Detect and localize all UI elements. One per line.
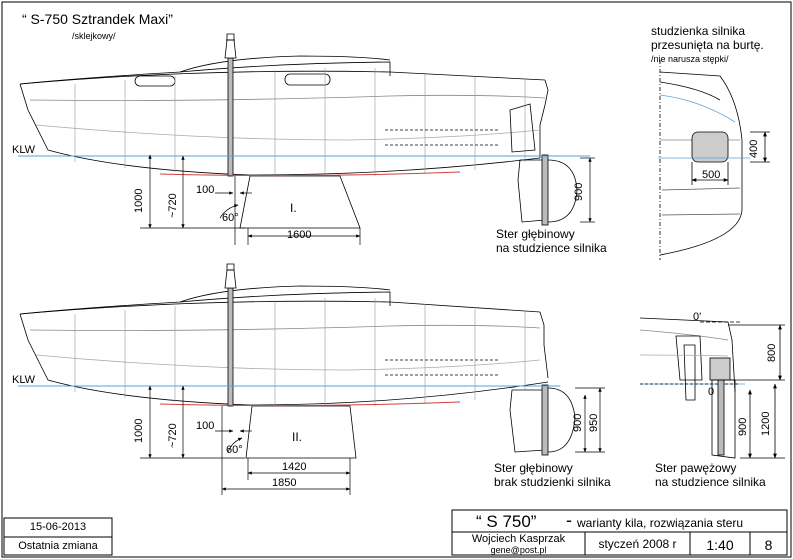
dim-800: 800 <box>766 343 778 362</box>
detail-top-note-3: /nie narusza stępki/ <box>651 54 729 64</box>
klw-label-2: KLW <box>12 374 36 386</box>
mark-0-prime: 0' <box>693 311 702 323</box>
hull-variant-1 <box>19 33 578 229</box>
transom-rudder-note-2: na studzience silnika <box>655 475 766 489</box>
dim-angle-v2: 60° <box>226 444 243 456</box>
rudder-note-2b: brak studzienki silnika <box>494 475 611 489</box>
dim-1600-v1: 1600 <box>287 229 312 241</box>
dim-1000-v2: 1000 <box>133 418 145 443</box>
dim-1200: 1200 <box>760 411 772 436</box>
detail-top-note-1: studzienka silnika <box>651 24 746 38</box>
hull-variant-2 <box>19 263 576 459</box>
detail-transom-rudder <box>639 317 785 459</box>
rudder-note-1b: na studzience silnika <box>496 241 607 255</box>
dims-variant-1 <box>140 154 595 245</box>
bottom-line-2 <box>159 401 461 407</box>
dim-950-v2: 950 <box>588 413 600 432</box>
dim-500: 500 <box>702 169 721 181</box>
dim-1850: 1850 <box>272 477 297 489</box>
rudder-note-2a: Ster głębinowy <box>494 461 573 475</box>
dim-900-v1: 900 <box>573 182 585 201</box>
drawing-title: “ S-750 Sztrandek Maxi” <box>22 11 173 27</box>
revision-date: 15-06-2013 <box>29 521 87 533</box>
dim-1420: 1420 <box>282 461 307 473</box>
detail-top-note-2: przesunięta na burtę. <box>651 38 764 52</box>
sheet-description: warianty kila, rozwiązania steru <box>577 516 744 530</box>
author-email: gene@post.pl <box>490 545 547 555</box>
bottom-line-1 <box>159 171 461 177</box>
author-name: Wojciech Kasprzak <box>471 533 566 545</box>
dim-1000-v1: 1000 <box>133 188 145 213</box>
sheet-number: 8 <box>764 537 773 553</box>
title-dash: - <box>566 510 572 530</box>
variant-1-label: I. <box>290 201 297 215</box>
klw-label-1: KLW <box>12 144 36 156</box>
dim-900-v2: 900 <box>572 413 584 432</box>
dim-900-detail: 900 <box>737 417 749 436</box>
transom-rudder-note-1: Ster pawężowy <box>655 461 737 475</box>
drawing-date: styczeń 2008 r <box>598 537 677 551</box>
dims-variant-2 <box>140 385 605 495</box>
dim-720-v1: ~720 <box>167 193 179 218</box>
mark-0: 0 <box>708 386 715 398</box>
revision-label: Ostatnia zmiana <box>18 540 98 552</box>
dim-100-v2: 100 <box>196 420 215 432</box>
dim-720-v2: ~720 <box>167 423 179 448</box>
detail-motor-well <box>658 60 770 260</box>
dim-100-v1: 100 <box>196 184 215 196</box>
drawing-scale: 1:40 <box>706 537 734 553</box>
dim-400: 400 <box>748 139 760 158</box>
drawing-subtitle: /sklejkowy/ <box>72 31 116 41</box>
model-name: “ S 750” <box>476 512 537 531</box>
variant-2-label: II. <box>292 430 303 444</box>
rudder-note-1a: Ster głębinowy <box>496 227 575 241</box>
title-block-frame <box>3 509 788 556</box>
dim-angle-v1: 60° <box>222 212 239 224</box>
